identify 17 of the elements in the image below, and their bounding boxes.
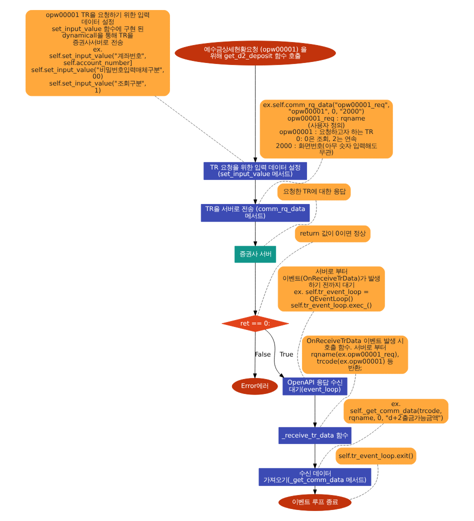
arrow [264,329,284,378]
arrow [253,332,257,378]
connector [154,96,244,163]
arrow [254,262,258,316]
arrow [313,486,317,494]
connector [320,374,356,428]
arrow [313,395,317,428]
arrow [254,65,258,162]
connector [349,464,378,500]
connector [258,158,323,204]
connector [257,242,314,316]
connector [297,311,314,378]
arrow [313,444,317,469]
connector [264,200,317,246]
connector [318,423,384,469]
arrow [254,221,258,246]
arrow [254,180,258,204]
